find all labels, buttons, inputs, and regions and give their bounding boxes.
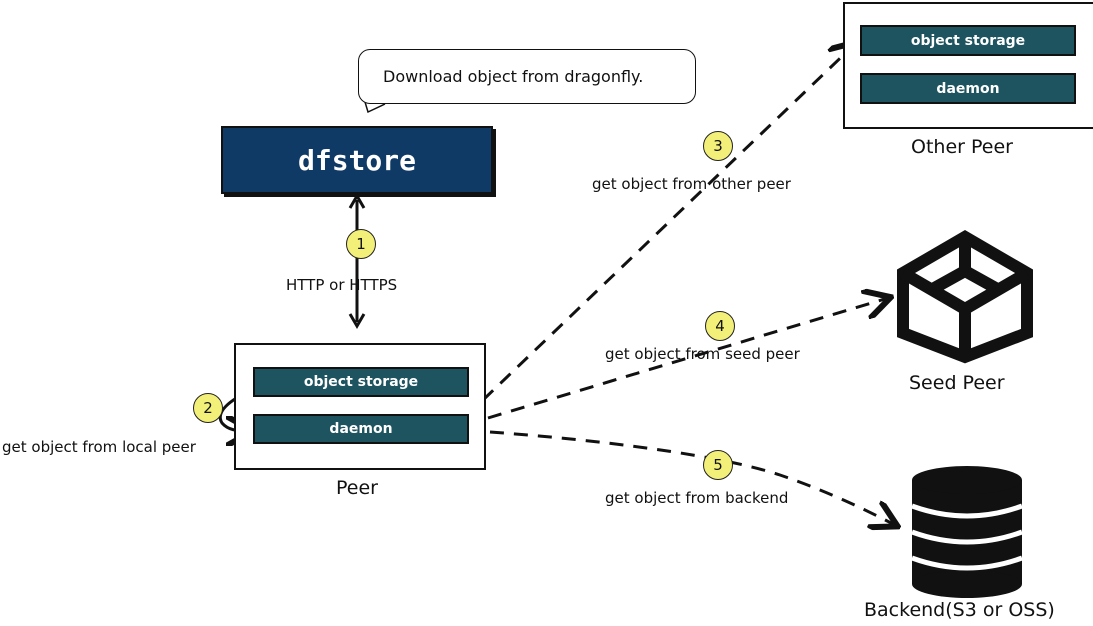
backend-caption: Backend(S3 or OSS) bbox=[864, 599, 1055, 621]
callout-text: Download object from dragonfly. bbox=[383, 67, 644, 86]
arrow-head-down bbox=[348, 313, 366, 329]
arrow-head-up bbox=[348, 193, 366, 209]
other-peer-daemon: daemon bbox=[860, 73, 1076, 104]
dfstore-title: dfstore bbox=[297, 143, 416, 177]
arrow-seed-peer bbox=[487, 298, 888, 420]
arrow-backend bbox=[489, 430, 895, 525]
step-1-badge: 1 bbox=[346, 229, 376, 259]
step-1-label: HTTP or HTTPS bbox=[286, 276, 398, 294]
step-4-label: get object from seed peer bbox=[605, 345, 800, 363]
other-peer-object-storage: object storage bbox=[860, 25, 1076, 56]
database-icon bbox=[911, 466, 1023, 598]
callout-bubble: Download object from dragonfly. bbox=[358, 49, 696, 104]
seed-peer-caption: Seed Peer bbox=[909, 372, 1005, 394]
step-2-label: get object from local peer bbox=[2, 438, 196, 456]
seed-peer-cube-icon bbox=[897, 230, 1033, 364]
other-peer-caption: Other Peer bbox=[911, 136, 1013, 158]
step-5-badge: 5 bbox=[703, 450, 733, 480]
step-3-label: get object from other peer bbox=[592, 175, 791, 193]
dfstore-block: dfstore bbox=[221, 126, 493, 194]
peer-caption: Peer bbox=[336, 477, 378, 499]
step-4-badge: 4 bbox=[705, 311, 735, 341]
peer-box bbox=[234, 343, 486, 470]
step-5-label: get object from backend bbox=[605, 489, 789, 507]
arrow-other-peer bbox=[481, 44, 855, 402]
other-peer-box bbox=[843, 2, 1093, 129]
step-3-badge: 3 bbox=[703, 131, 733, 161]
peer-object-storage: object storage bbox=[253, 367, 469, 397]
step-2-badge: 2 bbox=[193, 393, 223, 423]
peer-daemon: daemon bbox=[253, 414, 469, 444]
